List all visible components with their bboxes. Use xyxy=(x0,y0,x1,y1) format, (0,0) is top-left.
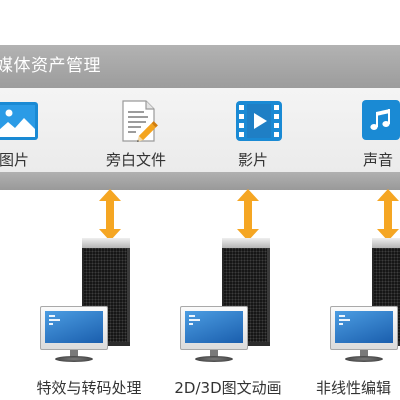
monitor xyxy=(40,306,108,362)
asset-label-image: 图片 xyxy=(0,151,29,169)
monitor-stand xyxy=(70,350,78,357)
page-title: 媒体资产管理 xyxy=(0,56,101,76)
monitor-base xyxy=(195,356,233,362)
monitor-bezel xyxy=(330,306,398,350)
monitor-base xyxy=(345,356,383,362)
screen-text-lines xyxy=(185,311,243,343)
music-icon xyxy=(362,100,400,140)
monitor xyxy=(330,306,398,362)
double-arrow-icon xyxy=(237,189,259,241)
monitor-screen xyxy=(45,311,103,343)
double-arrow-icon xyxy=(99,189,121,241)
tower-top xyxy=(82,238,130,248)
monitor-stand xyxy=(210,350,218,357)
double-arrow-icon xyxy=(377,189,399,241)
workstation-label-effects: 特效与转码处理 xyxy=(36,379,142,397)
image-icon xyxy=(0,102,38,140)
asset-label-narration: 旁白文件 xyxy=(105,151,166,169)
workstation-label-animation: 2D/3D图文动画 xyxy=(174,379,282,397)
asset-panel xyxy=(0,88,400,172)
asset-label-audio: 声音 xyxy=(362,151,393,169)
tower-top xyxy=(372,238,400,248)
document-edit-icon xyxy=(118,99,160,143)
monitor-screen xyxy=(335,311,393,343)
tower-top xyxy=(222,238,270,248)
asset-label-film: 影片 xyxy=(237,151,268,169)
workstation-label-editing: 非线性编辑 xyxy=(316,379,392,397)
monitor-stand xyxy=(360,350,368,357)
platform-band xyxy=(0,172,400,190)
monitor-bezel xyxy=(180,306,248,350)
monitor xyxy=(180,306,248,362)
screen-text-lines xyxy=(45,311,103,343)
film-icon xyxy=(236,101,282,141)
monitor-base xyxy=(55,356,93,362)
monitor-screen xyxy=(185,311,243,343)
title-bar: 媒体资产管理 xyxy=(0,45,400,88)
screen-text-lines xyxy=(335,311,393,343)
monitor-bezel xyxy=(40,306,108,350)
